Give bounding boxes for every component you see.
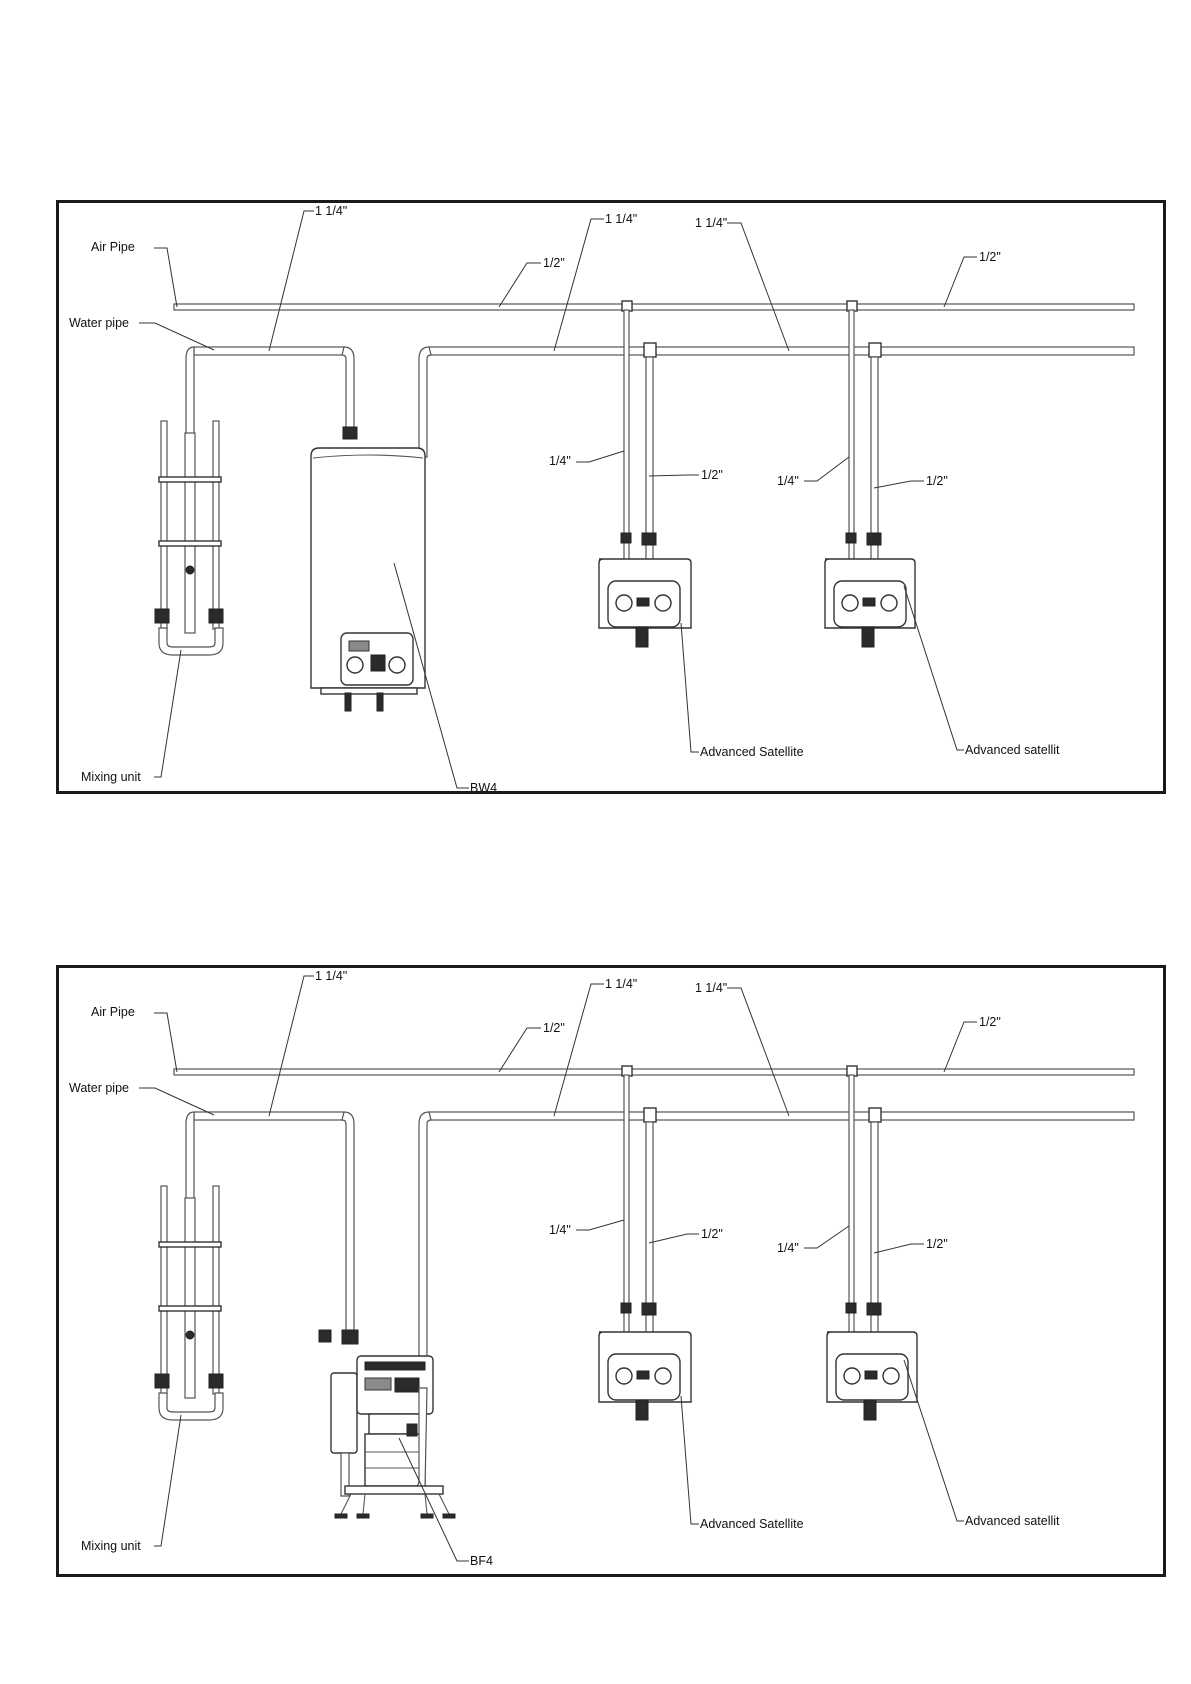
bw4-unit (311, 427, 425, 711)
air-pipe (174, 304, 1134, 310)
satellite-2-drops (846, 1066, 881, 1334)
mixing-unit-label: Mixing unit (81, 1539, 141, 1553)
water-main-right (429, 347, 1134, 355)
pipe-size-label-main-1: 1 1/4" (315, 204, 347, 218)
satellite-2-label: Advanced satellit (965, 1514, 1060, 1528)
pipework-diagram: 1 1/4" 1 1/4" 1 1/4" Air Pipe Water pipe… (59, 968, 1163, 1574)
satellite-1-label: Advanced Satellite (700, 745, 804, 759)
satellite-1-drops (621, 301, 656, 562)
water-pipe-label: Water pipe (69, 1081, 129, 1095)
air-pipe-size-label-2: 1/2" (979, 1015, 1001, 1029)
drop-water-size-label-2: 1/2" (926, 1237, 948, 1251)
water-pipe-label: Water pipe (69, 316, 129, 330)
satellite-2-device (825, 559, 915, 647)
pipe-size-label-main-2: 1 1/4" (605, 212, 637, 226)
diagram-panel-bw4: 1 1/4" 1 1/4" 1 1/4" Air Pipe Water pipe… (56, 200, 1166, 794)
drop-air-size-label-2: 1/4" (777, 474, 799, 488)
drop-water-size-label-1: 1/2" (701, 1227, 723, 1241)
water-riser-right (419, 347, 431, 457)
air-pipe-size-label-2: 1/2" (979, 250, 1001, 264)
bf4-unit (319, 1330, 455, 1518)
satellite-1-label: Advanced Satellite (700, 1517, 804, 1531)
air-pipe-size-label-1: 1/2" (543, 1021, 565, 1035)
water-main-right (429, 1112, 1134, 1120)
drop-air-size-label-1: 1/4" (549, 1223, 571, 1237)
pipe-size-label-main-3: 1 1/4" (695, 216, 727, 230)
central-unit-label: BW4 (470, 781, 497, 791)
air-pipe (174, 1069, 1134, 1075)
satellite-1-device (599, 1332, 691, 1420)
drop-water-size-label-1: 1/2" (701, 468, 723, 482)
air-pipe-label: Air Pipe (91, 240, 135, 254)
satellite-2-drops (846, 301, 881, 562)
drop-air-size-label-2: 1/4" (777, 1241, 799, 1255)
satellite-1-drops (621, 1066, 656, 1334)
water-drop-to-bf4 (342, 1112, 354, 1338)
diagram-panel-bf4: 1 1/4" 1 1/4" 1 1/4" Air Pipe Water pipe… (56, 965, 1166, 1577)
drop-water-size-label-2: 1/2" (926, 474, 948, 488)
central-unit-label: BF4 (470, 1554, 493, 1568)
pipe-size-label-main-3: 1 1/4" (695, 981, 727, 995)
pipe-size-label-main-1: 1 1/4" (315, 969, 347, 983)
water-riser-right (419, 1112, 431, 1388)
mixing-unit-label: Mixing unit (81, 770, 141, 784)
mixing-unit-device (155, 1186, 223, 1420)
satellite-2-label: Advanced satellit (965, 743, 1060, 757)
mixing-unit-device (155, 421, 223, 655)
air-pipe-label: Air Pipe (91, 1005, 135, 1019)
drop-air-size-label-1: 1/4" (549, 454, 571, 468)
satellite-1-device (599, 559, 691, 647)
air-pipe-size-label-1: 1/2" (543, 256, 565, 270)
water-drop-to-bw4 (342, 347, 354, 433)
satellite-2-device (827, 1332, 917, 1420)
pipe-size-label-main-2: 1 1/4" (605, 977, 637, 991)
pipework-diagram: 1 1/4" 1 1/4" 1 1/4" Air Pipe Water pipe… (59, 203, 1163, 791)
